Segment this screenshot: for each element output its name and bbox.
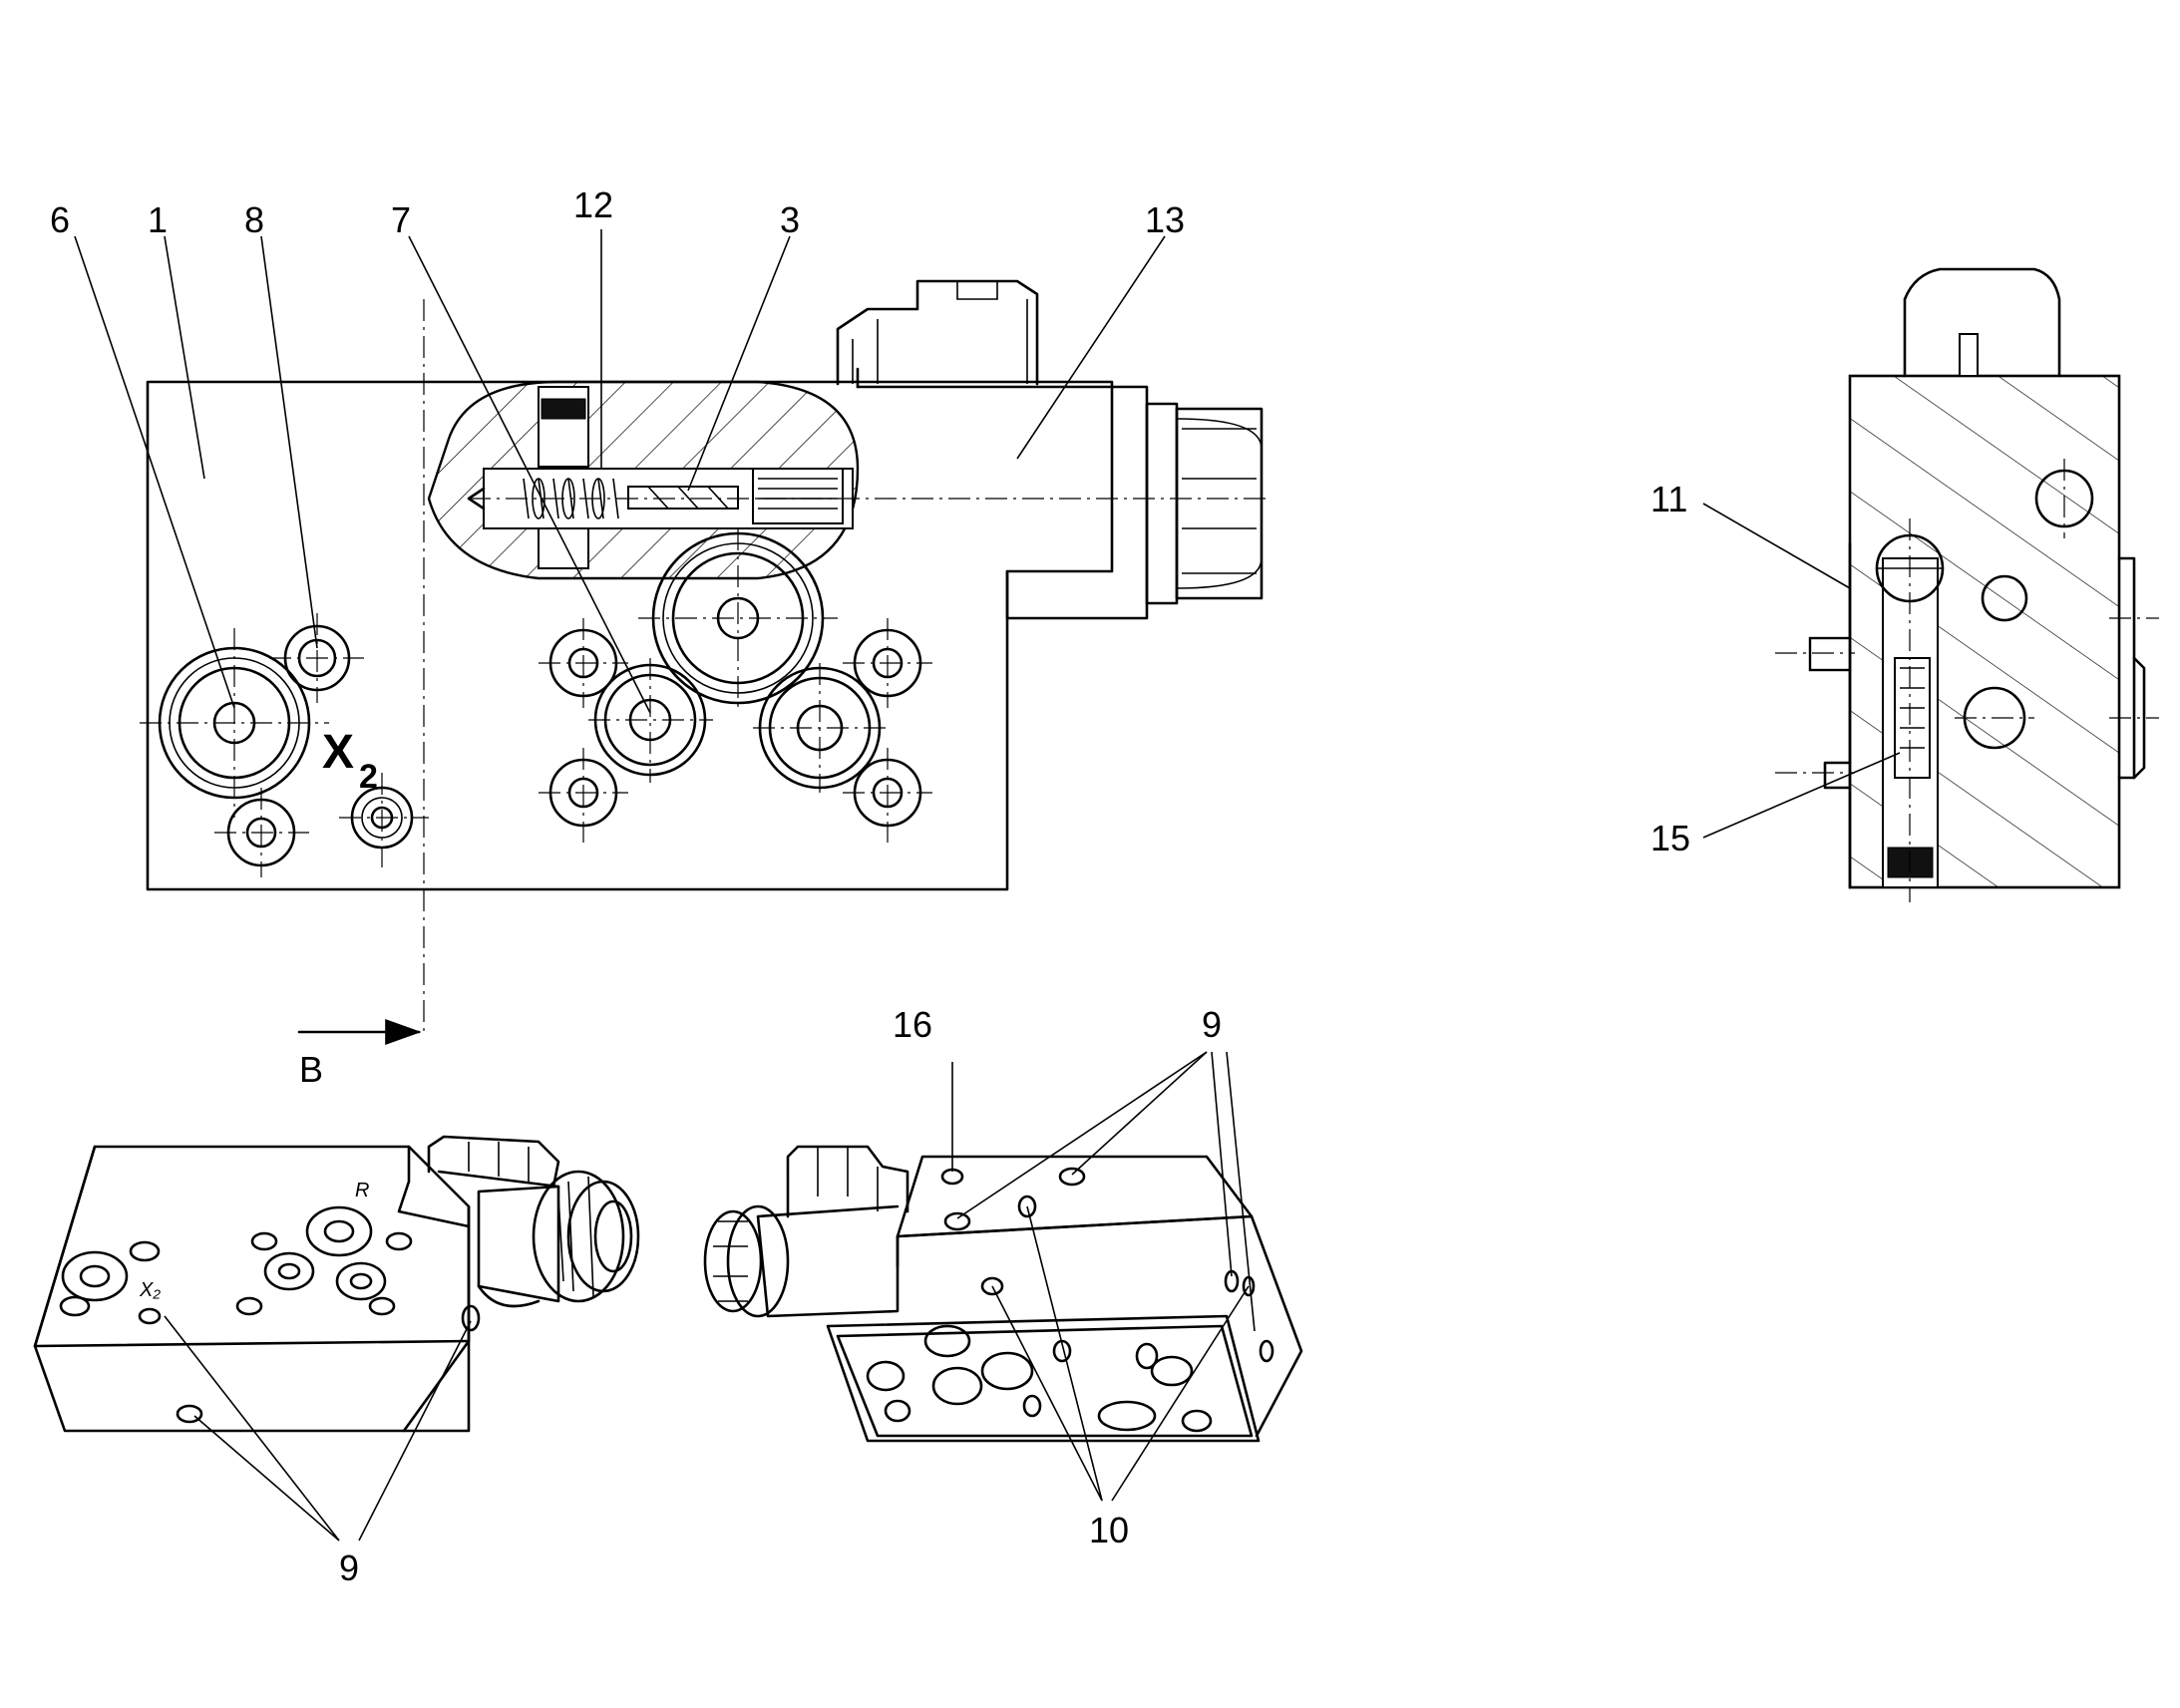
threaded-seat <box>752 468 844 524</box>
callout-13: 13 <box>1145 199 1185 240</box>
iso-view-right: 16 9 10 <box>703 1004 1303 1550</box>
callout-1: 1 <box>148 199 168 240</box>
x2-port-label: X <box>322 726 354 779</box>
solenoid-nut <box>1145 402 1264 605</box>
leader-lines-front <box>74 229 1166 714</box>
iso-left-body <box>33 1145 471 1433</box>
callout-9-right: 9 <box>1202 1004 1222 1045</box>
callout-8: 8 <box>244 199 264 240</box>
callout-9-left: 9 <box>339 1547 359 1588</box>
bolt-tr <box>843 618 932 708</box>
x2-port-sub: 2 <box>359 758 378 796</box>
bolt-bottom-left <box>214 788 309 877</box>
iso-right-holes <box>866 1324 1213 1433</box>
front-view: X 2 <box>50 184 1272 1090</box>
callout-7: 7 <box>391 199 411 240</box>
port-right-center <box>753 663 888 793</box>
plug-dark <box>541 398 586 420</box>
section-marker-label: B <box>299 1049 323 1090</box>
iso-left-r-label: R <box>355 1180 369 1201</box>
iso-left-x2-label: X₂ <box>139 1279 161 1301</box>
callout-12: 12 <box>573 184 613 225</box>
section-connector <box>1903 267 2061 378</box>
iso-right-solenoid <box>703 1145 909 1318</box>
section-b-view: 11 15 <box>1650 267 2159 902</box>
bolt-bl <box>539 748 628 843</box>
iso-right-bottom-face <box>826 1314 1261 1443</box>
solenoid-connector <box>836 279 1039 386</box>
callout-11: 11 <box>1650 479 1687 519</box>
port-8 <box>269 613 364 703</box>
port-x2 <box>140 628 329 818</box>
bolt-tl <box>539 618 628 708</box>
bolt-br <box>843 748 932 843</box>
port-7 <box>588 658 713 783</box>
callout-16: 16 <box>893 1004 932 1045</box>
callout-3: 3 <box>780 199 800 240</box>
iso-left-ports <box>59 1205 481 1424</box>
small-port <box>339 773 429 867</box>
spool-rod <box>627 486 739 510</box>
port-top-center <box>638 528 838 708</box>
iso-view-left: R X₂ 9 <box>33 1135 640 1588</box>
iso-left-solenoid <box>427 1135 640 1308</box>
callout-6: 6 <box>50 199 70 240</box>
solenoid-coil <box>856 385 1149 620</box>
callout-15: 15 <box>1650 818 1690 858</box>
callout-10: 10 <box>1089 1510 1129 1550</box>
